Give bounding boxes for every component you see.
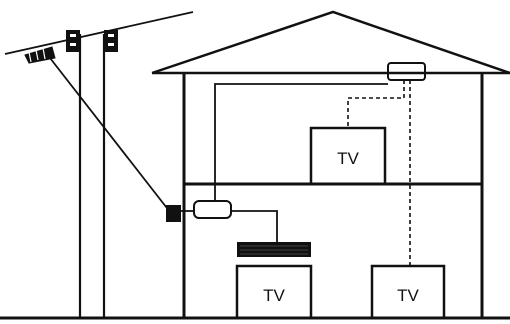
tv-downstairs-right-label: TV bbox=[397, 286, 419, 305]
attic-splitter bbox=[387, 62, 426, 81]
overhead-cable bbox=[4, 11, 194, 55]
ground-block bbox=[166, 205, 181, 222]
utility-pole bbox=[66, 30, 118, 318]
drop-cable bbox=[49, 57, 171, 213]
house-outline bbox=[151, 10, 510, 318]
tv-downstairs-right bbox=[370, 264, 446, 320]
tv-downstairs-left bbox=[235, 264, 313, 320]
tv-upstairs bbox=[309, 126, 387, 186]
tv-downstairs-left-label: TV bbox=[263, 286, 285, 305]
main-splitter bbox=[193, 200, 232, 219]
tv-upstairs-label: TV bbox=[337, 149, 359, 168]
upstairs-feed-cable bbox=[214, 83, 388, 201]
converter-feed-cable bbox=[231, 210, 278, 242]
pole-tap bbox=[24, 46, 56, 64]
converter-box bbox=[237, 242, 311, 257]
upstairs-tv-dashed-cable bbox=[347, 80, 405, 128]
